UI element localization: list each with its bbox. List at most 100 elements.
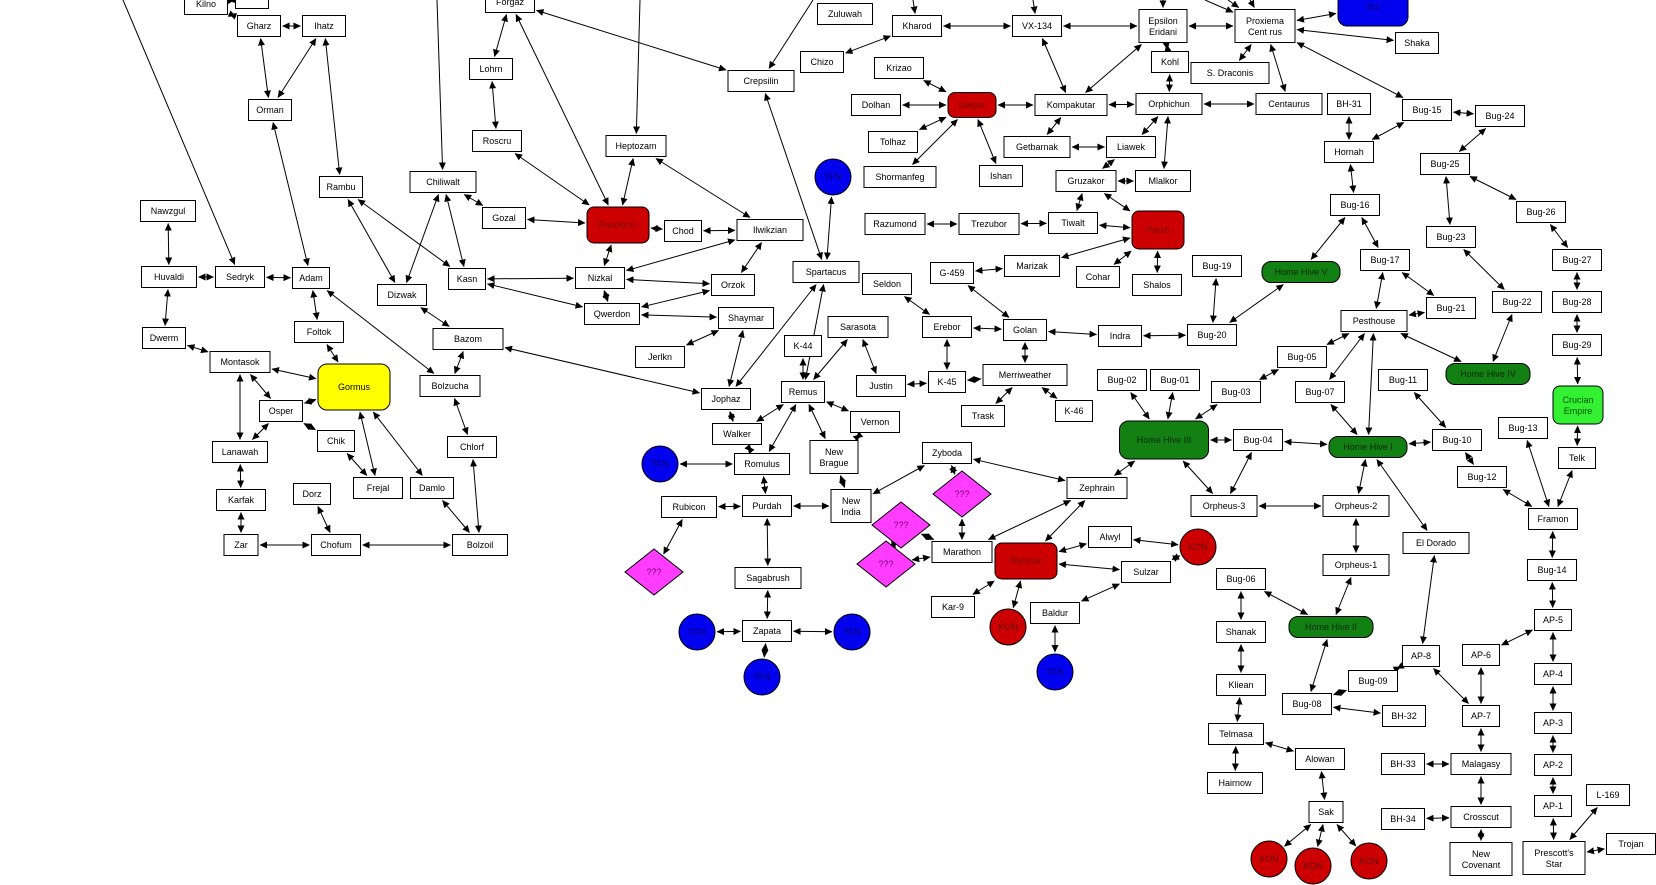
system-marker-tfn[interactable]: [641, 445, 679, 483]
node-shanak[interactable]: Shanak: [1216, 621, 1266, 643]
system-box[interactable]: [1395, 32, 1439, 54]
system-box[interactable]: [958, 213, 1020, 235]
system-box[interactable]: [432, 328, 504, 350]
system-box[interactable]: [215, 266, 265, 288]
node-bazom[interactable]: Bazom: [432, 328, 504, 350]
system-marker-red[interactable]: [947, 92, 997, 118]
node-vernon[interactable]: Vernon: [850, 411, 900, 433]
system-box[interactable]: [1534, 795, 1572, 817]
system-box[interactable]: [930, 262, 974, 284]
system-box[interactable]: [851, 94, 901, 116]
system-box[interactable]: [1076, 266, 1120, 288]
system-marker-dia[interactable]: [871, 501, 931, 549]
system-marker-tfn[interactable]: [814, 158, 852, 196]
node-ilwikzian[interactable]: Ilwikzian: [736, 219, 804, 241]
node-cohar[interactable]: Cohar: [1076, 266, 1120, 288]
system-box[interactable]: [142, 327, 186, 349]
node-hh3[interactable]: Home Hive III: [1119, 420, 1209, 460]
node-baldur[interactable]: Baldur: [1030, 602, 1080, 624]
system-box[interactable]: [141, 266, 197, 288]
node-bug27[interactable]: Bug-27: [1552, 249, 1602, 271]
system-marker-hive[interactable]: [1261, 261, 1341, 283]
node-chik[interactable]: Chik: [317, 430, 355, 452]
system-box[interactable]: [661, 496, 717, 518]
node-bug15[interactable]: Bug-15: [1402, 99, 1452, 121]
node-l169[interactable]: L-169: [1586, 784, 1630, 806]
system-marker-kon[interactable]: [1294, 847, 1332, 885]
system-box[interactable]: [1003, 319, 1047, 341]
node-shaymar[interactable]: Shaymar: [718, 307, 774, 329]
node-mlalkor[interactable]: Mlalkor: [1135, 170, 1191, 192]
node-foltok[interactable]: Foltok: [294, 321, 344, 343]
node-ap7[interactable]: AP-7: [1462, 705, 1500, 727]
node-diaA[interactable]: ???: [932, 470, 992, 518]
system-box[interactable]: [259, 400, 303, 422]
system-marker-hive[interactable]: [1328, 436, 1408, 458]
node-bug03[interactable]: Bug-03: [1211, 381, 1261, 403]
node-k44[interactable]: K-44: [784, 335, 822, 357]
system-box[interactable]: [1552, 249, 1602, 271]
node-montasok[interactable]: Montasok: [209, 351, 271, 373]
node-damlo[interactable]: Damlo: [410, 477, 454, 499]
system-marker-kon[interactable]: [1179, 528, 1217, 566]
node-orphichun[interactable]: Orphichun: [1135, 93, 1203, 115]
node-crepsilin[interactable]: Crepsilin: [727, 70, 795, 92]
system-box[interactable]: [184, 0, 228, 15]
system-box[interactable]: [1381, 753, 1425, 775]
node-karfak[interactable]: Karfak: [216, 489, 266, 511]
system-box[interactable]: [1048, 212, 1098, 234]
node-zyboda[interactable]: Zyboda: [922, 442, 972, 464]
system-box[interactable]: [1462, 644, 1500, 666]
system-box[interactable]: [1255, 93, 1323, 115]
system-box[interactable]: [664, 220, 702, 242]
system-box[interactable]: [1207, 772, 1263, 794]
system-box[interactable]: [237, 15, 281, 37]
system-box[interactable]: [982, 364, 1068, 386]
node-sdraconis[interactable]: S. Draconis: [1190, 62, 1270, 84]
node-chofum[interactable]: Chofum: [311, 534, 361, 556]
node-bug29[interactable]: Bug-29: [1552, 334, 1602, 356]
node-hhv[interactable]: Home Hive V: [1261, 261, 1341, 283]
node-indra[interactable]: Indra: [1098, 325, 1142, 347]
system-box[interactable]: [1534, 609, 1572, 631]
node-bug16[interactable]: Bug-16: [1330, 194, 1380, 216]
system-box[interactable]: [1402, 99, 1452, 121]
system-box[interactable]: [931, 541, 993, 563]
system-box[interactable]: [863, 166, 937, 188]
node-chizo[interactable]: Chizo: [800, 51, 844, 73]
system-box[interactable]: [792, 261, 860, 283]
node-gozal[interactable]: Gozal: [482, 207, 526, 229]
node-nizkal[interactable]: Nizkal: [575, 267, 625, 289]
node-tfn1[interactable]: TFN: [814, 158, 852, 196]
system-box[interactable]: [294, 321, 344, 343]
node-hh4[interactable]: Home Hive IV: [1445, 363, 1531, 385]
system-box[interactable]: [635, 346, 685, 368]
system-box[interactable]: [1378, 369, 1428, 391]
system-box[interactable]: [448, 268, 486, 290]
system-box[interactable]: [447, 436, 497, 458]
system-box[interactable]: [830, 489, 872, 523]
node-kompakutar[interactable]: Kompakutar: [1034, 94, 1108, 116]
system-marker-hive[interactable]: [1288, 616, 1374, 638]
system-box[interactable]: [862, 273, 912, 295]
node-bug06[interactable]: Bug-06: [1216, 568, 1266, 590]
system-box[interactable]: [1121, 561, 1171, 583]
node-diaB[interactable]: ???: [871, 501, 931, 549]
system-box[interactable]: [1402, 645, 1440, 667]
system-box[interactable]: [216, 489, 266, 511]
system-box[interactable]: [864, 213, 926, 235]
system-box[interactable]: [1004, 255, 1060, 277]
system-box[interactable]: [1426, 226, 1476, 248]
node-adam[interactable]: Adam: [292, 267, 330, 289]
system-box[interactable]: [892, 15, 942, 37]
node-erebor[interactable]: Erebor: [922, 316, 972, 338]
system-marker-red[interactable]: [586, 206, 650, 244]
node-bug23[interactable]: Bug-23: [1426, 226, 1476, 248]
node-alowan[interactable]: Alowan: [1295, 748, 1345, 770]
node-rubicon[interactable]: Rubicon: [661, 496, 717, 518]
system-box[interactable]: [452, 534, 508, 556]
node-dizwak[interactable]: Dizwak: [377, 284, 427, 306]
system-box[interactable]: [961, 405, 1005, 427]
node-bug05[interactable]: Bug-05: [1277, 346, 1327, 368]
